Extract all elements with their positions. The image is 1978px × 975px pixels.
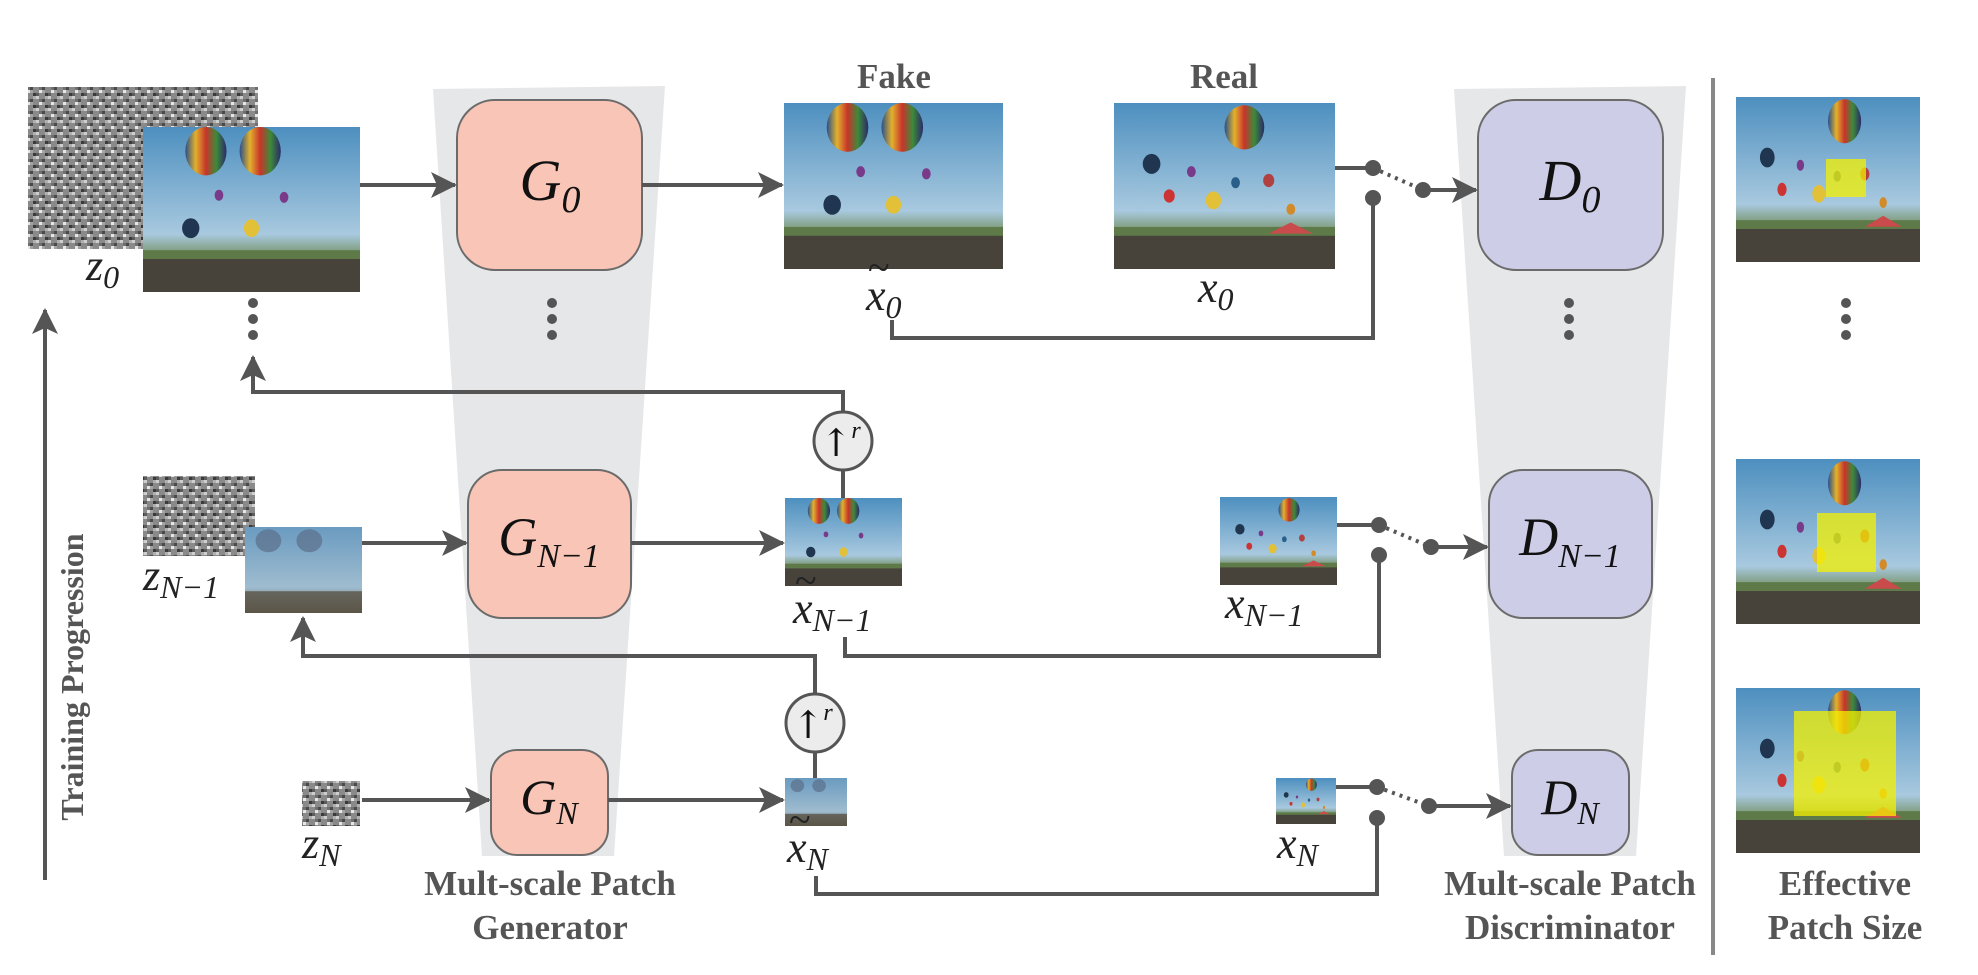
patch-highlight-N1 xyxy=(1817,513,1876,572)
real-image-N1 xyxy=(1220,497,1337,585)
svg-text:↑: ↑ xyxy=(820,421,852,465)
svg-text:r: r xyxy=(851,418,861,444)
svg-text:DN: DN xyxy=(1540,769,1600,831)
upsample-node-2: ↑ r xyxy=(784,692,846,754)
training-progression-label: Training Progression xyxy=(54,533,90,821)
real-image-0 xyxy=(1114,103,1335,269)
real-label-x0: x0 xyxy=(1198,263,1234,317)
fake-label-x0: ~x0 xyxy=(866,245,902,325)
generator-block-G0: G0 xyxy=(456,99,643,271)
fake-image-0 xyxy=(784,103,1003,269)
input-image-0 xyxy=(143,127,360,292)
discriminator-title: Mult-scale Patch Discriminator xyxy=(1444,864,1696,947)
noise-label-zN: zN xyxy=(302,819,341,873)
generator-block-GN: GN xyxy=(490,749,609,856)
real-label: Real xyxy=(1189,57,1259,96)
noise-label-z0: z0 xyxy=(86,241,120,295)
svg-text:↑: ↑ xyxy=(792,703,824,747)
discriminator-block-DN1: DN−1 xyxy=(1488,469,1653,619)
generator-block-GN1: GN−1 xyxy=(467,469,632,619)
patch-highlight-N xyxy=(1794,711,1896,816)
noise-image-zN1 xyxy=(143,476,255,556)
input-image-N1 xyxy=(245,527,362,613)
generator-title: Mult-scale Patch Generator xyxy=(424,864,676,947)
noise-label-zN1: zN−1 xyxy=(143,551,220,605)
fake-label-xN: ~xN xyxy=(787,797,828,877)
noise-image-zN xyxy=(302,781,360,826)
real-label-xN1: xN−1 xyxy=(1225,579,1304,633)
fake-label-xN1: ~xN−1 xyxy=(793,558,872,638)
real-label-xN: xN xyxy=(1277,819,1318,873)
patch-size-title: Effective Patch Size xyxy=(1767,864,1923,947)
discriminator-block-DN: DN xyxy=(1511,749,1630,856)
discriminator-block-D0: D0 xyxy=(1477,99,1664,271)
upsample-node-1: ↑ r xyxy=(812,410,874,472)
ellipsis-dots xyxy=(248,298,1851,340)
fake-label: Fake xyxy=(857,57,931,96)
switch-nodes xyxy=(1365,160,1439,826)
svg-text:r: r xyxy=(823,700,833,726)
patch-highlight-0 xyxy=(1826,159,1866,197)
